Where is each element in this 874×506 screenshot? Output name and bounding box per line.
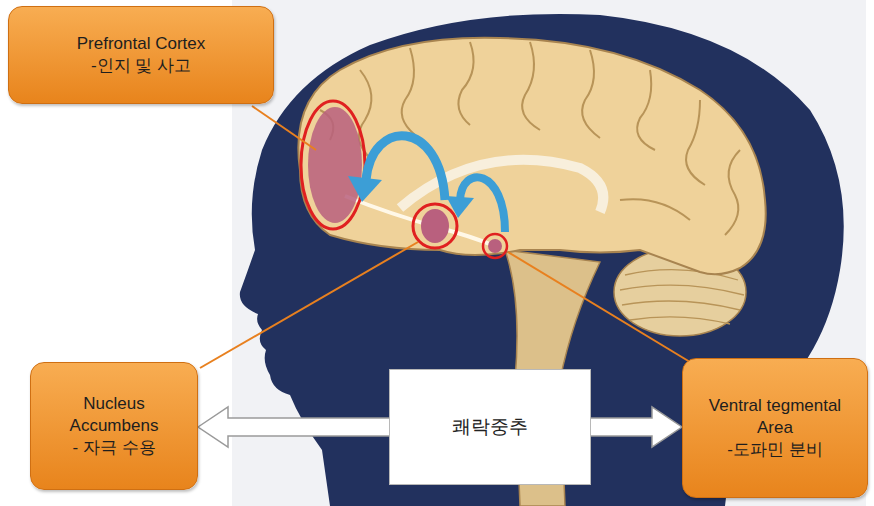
- region-callout: Nucleus Accumbens- 자극 수용: [30, 362, 198, 490]
- accumbens-region: [421, 209, 449, 243]
- vta-circle: [483, 234, 507, 258]
- region-callout: Prefrontal Cortex-인지 및 사고: [8, 6, 274, 104]
- region-function: - 자극 수용: [72, 437, 155, 459]
- prefrontal-region: [308, 107, 362, 223]
- vta-region: [488, 239, 502, 253]
- region-function: -인지 및 사고: [91, 55, 191, 77]
- region-name: Ventral tegmental Area: [693, 395, 857, 439]
- region-callout: Ventral tegmental Area-도파민 분비: [682, 358, 868, 498]
- sulci: [320, 42, 740, 235]
- flow-arrow: [348, 136, 505, 232]
- region-name: Nucleus Accumbens: [41, 393, 187, 437]
- prefrontal-circle: [301, 101, 365, 229]
- accumbens-circle: [413, 204, 457, 248]
- region-function: -도파민 분비: [727, 439, 822, 461]
- region-name: Prefrontal Cortex: [77, 33, 206, 55]
- leader-line: [200, 106, 690, 368]
- dopamine-pathway: [345, 196, 495, 246]
- cerebrum: [298, 38, 765, 274]
- center-label: 쾌락중추: [389, 369, 591, 485]
- cerebellum-folds: [620, 270, 744, 324]
